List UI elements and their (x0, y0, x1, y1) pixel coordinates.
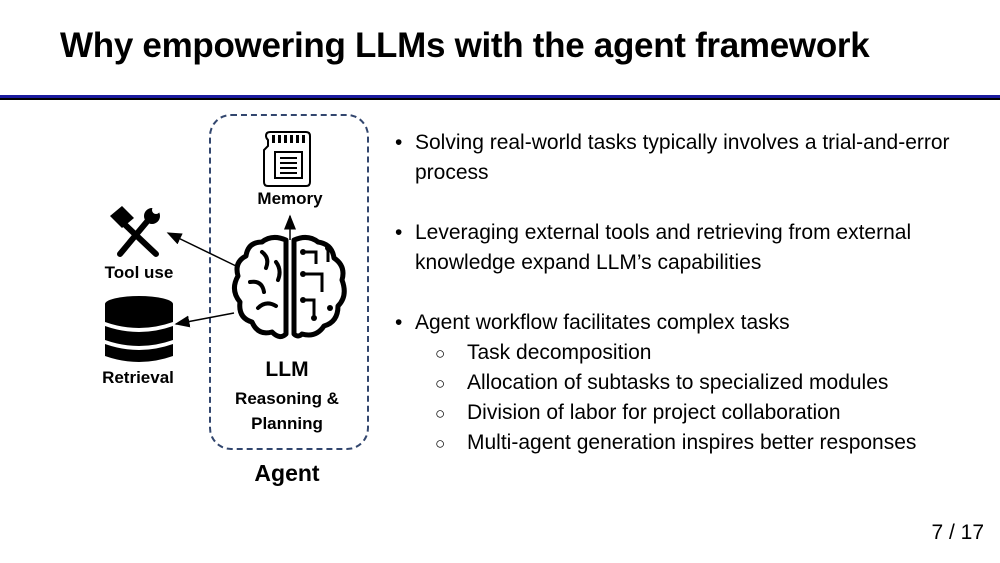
bullet-marker: • (395, 311, 403, 334)
memory-label: Memory (257, 189, 323, 208)
tools-icon (110, 206, 160, 257)
tool-use-label: Tool use (104, 263, 174, 282)
reasoning-planning-label: Reasoning & Planning (235, 389, 339, 433)
database-icon (105, 296, 173, 362)
memory-card-icon (263, 131, 311, 187)
retrieval-label: Retrieval (102, 368, 174, 387)
arrow-to-retrieval (174, 312, 235, 328)
sub-bullet-item: ○ Division of labor for project collabor… (395, 398, 985, 428)
bullet-item: • Leveraging external tools and retrievi… (395, 218, 985, 278)
sub-bullet-item: ○ Allocation of subtasks to specialized … (395, 368, 985, 398)
sub-bullet-marker: ○ (435, 404, 446, 423)
bullet-text: Leveraging external tools and retrieving… (415, 221, 912, 274)
bullet-item: • Agent workflow facilitates complex tas… (395, 308, 985, 338)
sub-bullet-marker: ○ (435, 344, 446, 363)
agent-boundary (209, 114, 369, 450)
slide-title: Why empowering LLMs with the agent frame… (60, 26, 870, 65)
sub-bullet-text: Allocation of subtasks to specialized mo… (467, 371, 889, 394)
llm-label: LLM (265, 358, 309, 381)
title-rule-black (0, 98, 1000, 100)
sub-bullet-text: Multi-agent generation inspires better r… (467, 431, 917, 454)
brain-icon (232, 234, 347, 340)
sub-bullet-item: ○ Task decomposition (395, 338, 985, 368)
sub-bullet-item: ○ Multi-agent generation inspires better… (395, 428, 985, 458)
arrow-to-tools (166, 232, 237, 267)
title-rule-blue (0, 95, 1000, 98)
sub-bullet-text: Division of labor for project collaborat… (467, 401, 841, 424)
agent-label: Agent (254, 460, 320, 486)
sub-bullet-text: Task decomposition (467, 341, 652, 364)
sub-bullet-marker: ○ (435, 374, 446, 393)
bullet-text: Solving real-world tasks typically invol… (415, 131, 950, 184)
sub-bullet-marker: ○ (435, 434, 446, 453)
bullet-marker: • (395, 221, 403, 244)
page-number: 7 / 17 (931, 521, 984, 544)
bullet-text: Agent workflow facilitates complex tasks (415, 311, 790, 334)
bullet-item: • Solving real-world tasks typically inv… (395, 128, 985, 188)
bullet-marker: • (395, 131, 403, 154)
bullet-list: • Solving real-world tasks typically inv… (395, 128, 985, 458)
